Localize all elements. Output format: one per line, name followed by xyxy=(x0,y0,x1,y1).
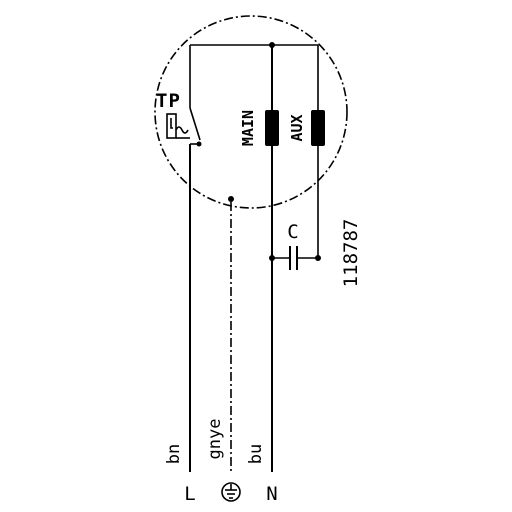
capacitor-junction-left xyxy=(269,255,275,261)
terminal-label-line: L xyxy=(184,483,195,505)
wire-label-brown: bn xyxy=(164,444,184,464)
thermal-protector xyxy=(166,107,202,147)
wire-label-blue: bu xyxy=(246,444,266,464)
aux-winding-coil xyxy=(311,110,325,146)
capacitor-junction-right xyxy=(315,255,321,261)
motor-boundary-circle xyxy=(154,15,348,209)
thermal-protector-switch-blade xyxy=(189,107,201,141)
capacitor-label: C xyxy=(287,221,298,243)
earth-ground-ring xyxy=(221,482,241,502)
thermal-protector-bimetal xyxy=(170,118,173,129)
aux-winding-label: AUX xyxy=(288,114,306,141)
thermal-protector-heater xyxy=(175,126,189,134)
drawing-number: 118787 xyxy=(340,219,362,288)
thermal-protector-element xyxy=(166,113,177,139)
main-winding-label: MAIN xyxy=(239,110,257,146)
terminal-label-neutral: N xyxy=(266,483,277,505)
main-winding-coil xyxy=(265,110,279,146)
wire-label-green-yellow: gnye xyxy=(205,419,225,460)
thermal-protector-label: TP xyxy=(156,90,181,112)
earth-junction xyxy=(228,196,234,202)
earth-ground-icon xyxy=(221,482,241,502)
capacitor xyxy=(269,246,321,270)
